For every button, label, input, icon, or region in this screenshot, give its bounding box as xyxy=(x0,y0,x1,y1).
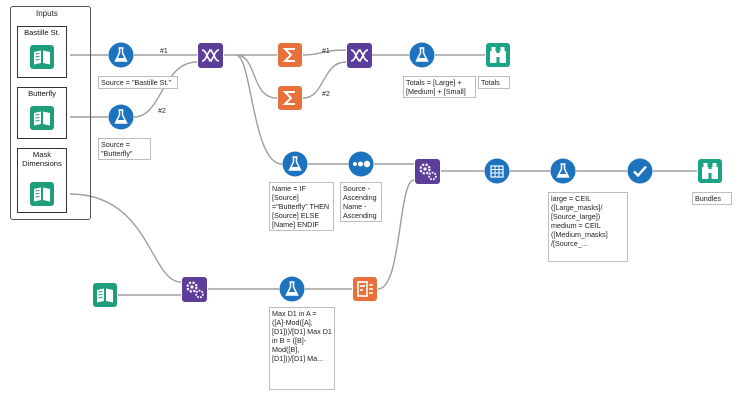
flask-icon xyxy=(108,104,134,130)
input-data-tool-mask-dimensions[interactable] xyxy=(29,181,55,207)
crosstab-icon xyxy=(484,158,510,184)
checkmark-icon xyxy=(627,158,653,184)
input-data-tool-standalone[interactable] xyxy=(92,282,118,308)
annotation-ceil-formula: large = CEIL ([Large_masks]/ [Source_lar… xyxy=(548,192,628,262)
annotation-bundles-browse: Bundles xyxy=(692,192,732,205)
input-data-tool-butterfly[interactable] xyxy=(29,105,55,131)
input-label-mask-dimensions: Mask Dimensions xyxy=(22,150,62,168)
flask-icon xyxy=(409,42,435,68)
sigma-icon xyxy=(278,86,302,110)
input-label-bastille: Bastille St. xyxy=(24,28,60,37)
append-fields-tool-2[interactable] xyxy=(181,276,207,302)
summarize-anchor-label-2: #2 xyxy=(322,91,330,98)
generate-rows-tool[interactable] xyxy=(352,276,378,302)
union-tool-2[interactable] xyxy=(346,42,372,68)
sort-dots-icon xyxy=(348,151,374,177)
formula-tool-source-bastille[interactable] xyxy=(108,42,134,68)
flask-icon xyxy=(108,42,134,68)
flask-icon xyxy=(282,151,308,177)
annotation-sort-config: Source - Ascending Name - Ascending xyxy=(340,182,382,222)
union-tool-1[interactable] xyxy=(197,42,223,68)
union-anchor-label-2: #2 xyxy=(158,108,166,115)
flask-icon xyxy=(279,276,305,302)
formula-tool-ceil[interactable] xyxy=(550,158,576,184)
dna-icon xyxy=(347,43,372,68)
book-icon xyxy=(30,106,54,130)
annotation-totals-browse: Totals xyxy=(478,76,510,89)
append-fields-tool-1[interactable] xyxy=(414,158,440,184)
sigma-icon xyxy=(278,43,302,67)
flask-icon xyxy=(550,158,576,184)
union-anchor-label-1: #1 xyxy=(160,48,168,55)
select-tool[interactable] xyxy=(627,158,653,184)
input-label-butterfly: Butterfly xyxy=(28,89,56,98)
crosstab-tool[interactable] xyxy=(484,158,510,184)
book-icon xyxy=(30,182,54,206)
gears-icon xyxy=(182,277,207,302)
formula-tool-name[interactable] xyxy=(282,151,308,177)
generate-rows-icon xyxy=(353,277,377,301)
binoculars-icon xyxy=(698,159,722,183)
gears-icon xyxy=(415,159,440,184)
binoculars-icon xyxy=(486,43,510,67)
inputs-container[interactable] xyxy=(10,6,91,220)
annotation-totals-formula: Totals = [Large] + [Medium] + [Small] xyxy=(403,76,476,98)
annotation-maxd1-formula: Max D1 in A = ([A]-Mod([A], [D1]))/[D1] … xyxy=(269,307,335,390)
input-data-tool-bastille[interactable] xyxy=(29,44,55,70)
sort-tool[interactable] xyxy=(348,151,374,177)
annotation-source-bastille: Source = "Bastille St." xyxy=(98,76,178,89)
summarize-tool-2[interactable] xyxy=(277,85,303,111)
browse-tool-totals[interactable] xyxy=(485,42,511,68)
annotation-name-formula: Name = IF [Source] ="Butterfly" THEN [So… xyxy=(269,182,334,231)
book-icon xyxy=(93,283,117,307)
dna-icon xyxy=(198,43,223,68)
inputs-container-title: Inputs xyxy=(36,9,58,18)
formula-tool-maxd1[interactable] xyxy=(279,276,305,302)
book-icon xyxy=(30,45,54,69)
formula-tool-totals[interactable] xyxy=(409,42,435,68)
annotation-source-butterfly: Source = "Butterfly" xyxy=(98,138,151,160)
formula-tool-source-butterfly[interactable] xyxy=(108,104,134,130)
summarize-tool-1[interactable] xyxy=(277,42,303,68)
summarize-anchor-label-1: #1 xyxy=(322,48,330,55)
browse-tool-bundles[interactable] xyxy=(697,158,723,184)
